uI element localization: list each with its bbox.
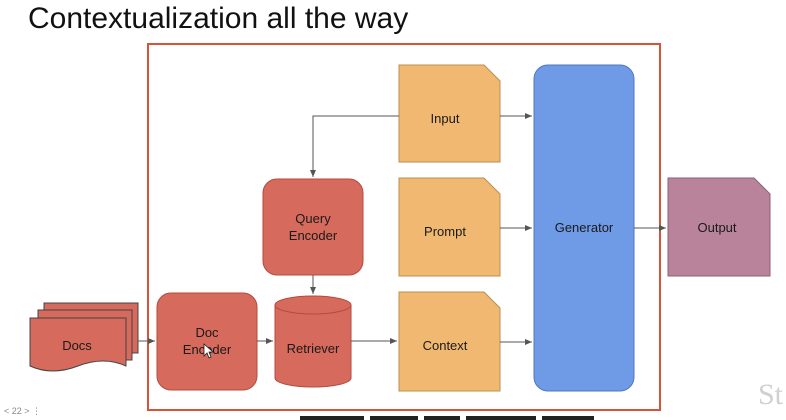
query-encoder-node: Query Encoder	[262, 178, 364, 276]
context-node: Context	[398, 291, 501, 392]
output-node: Output	[667, 177, 771, 277]
watermark-logo: St	[758, 378, 784, 411]
slide-title: Contextualization all the way	[28, 2, 409, 35]
query-encoder-label-line1: Query	[295, 211, 331, 226]
retriever-label: Retriever	[287, 341, 340, 356]
prompt-label: Prompt	[424, 224, 466, 239]
input-label: Input	[431, 111, 460, 126]
doc-encoder-node: Doc Encoder	[156, 292, 258, 391]
arrow-input-to-query-encoder	[310, 115, 399, 177]
generator-label: Generator	[555, 220, 614, 235]
doc-encoder-label-line1: Doc	[195, 325, 219, 340]
prompt-node: Prompt	[398, 177, 501, 277]
connector-arrows	[138, 113, 666, 345]
docs-label: Docs	[62, 338, 92, 353]
retriever-node: Retriever	[274, 295, 352, 388]
subtitle-caption-strip	[300, 410, 660, 420]
generator-node: Generator	[533, 64, 635, 392]
player-controls[interactable]: < 22 > ⋮	[4, 406, 42, 416]
output-label: Output	[697, 220, 736, 235]
docs-stack: Docs	[29, 302, 139, 372]
query-encoder-label-line2: Encoder	[289, 228, 338, 243]
input-node: Input	[398, 64, 501, 163]
mouse-cursor-icon	[203, 343, 215, 359]
context-label: Context	[423, 338, 468, 353]
